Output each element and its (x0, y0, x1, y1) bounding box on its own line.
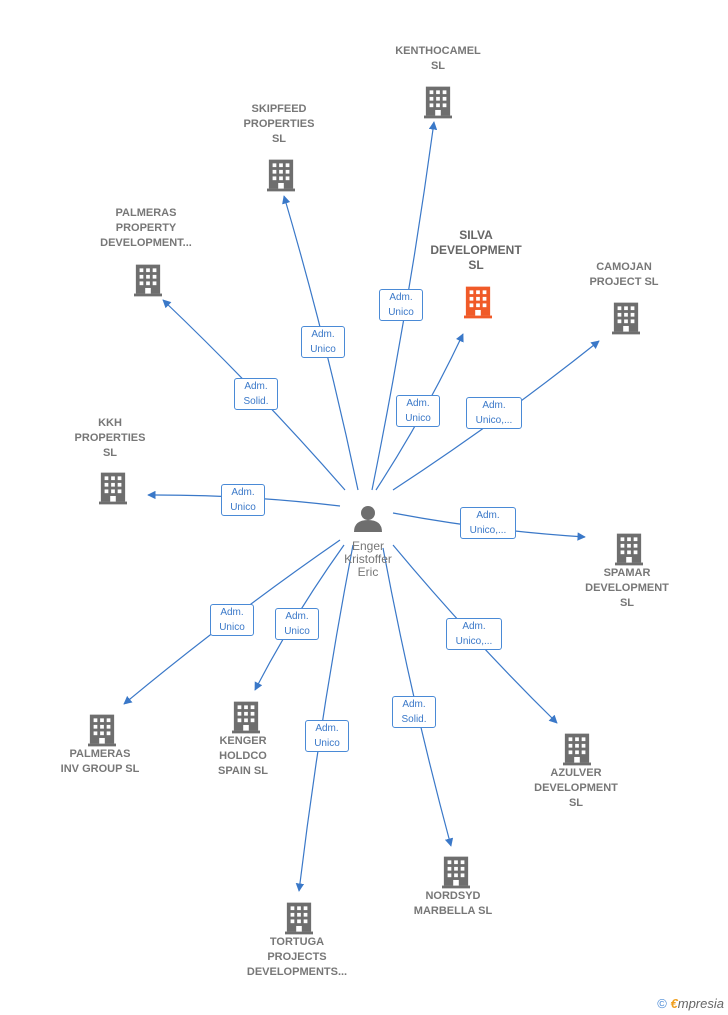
role-label-tortuga[interactable]: Adm. Unico (305, 720, 349, 752)
role-label-nordsyd[interactable]: Adm. Solid. (392, 696, 436, 728)
copyright-icon: © (657, 996, 667, 1011)
company-label-palmeras-inv[interactable]: PALMERAS INV GROUP SL (60, 748, 140, 775)
footer-brand: © €mpresia (657, 996, 724, 1011)
company-label-nordsyd[interactable]: NORDSYD MARBELLA SL (413, 890, 493, 917)
building-icon-palmeras-inv[interactable] (88, 714, 116, 747)
role-label-azulver[interactable]: Adm. Unico,... (446, 618, 502, 650)
building-icon-kenger[interactable] (232, 701, 260, 734)
role-label-camojan[interactable]: Adm. Unico,... (466, 397, 522, 429)
building-icon-palmeras-property[interactable] (134, 264, 162, 297)
company-label-tortuga[interactable]: TORTUGA PROJECTS DEVELOPMENTS... (246, 936, 348, 978)
role-label-palmeras-property[interactable]: Adm. Solid. (234, 378, 278, 410)
company-label-skipfeed[interactable]: SKIPFEED PROPERTIES SL (243, 103, 315, 145)
company-label-palmeras-property[interactable]: PALMERAS PROPERTY DEVELOPMENT... (100, 207, 192, 249)
company-label-azulver[interactable]: AZULVER DEVELOPMENT SL (534, 767, 618, 809)
building-icon-spamar[interactable] (615, 533, 643, 566)
center-person-label[interactable]: Enger Kristoffer Eric (344, 539, 392, 579)
company-label-camojan[interactable]: CAMOJAN PROJECT SL (589, 261, 659, 288)
role-label-kenger[interactable]: Adm. Unico (275, 608, 319, 640)
role-label-skipfeed[interactable]: Adm. Unico (301, 326, 345, 358)
role-label-palmeras-inv[interactable]: Adm. Unico (210, 604, 254, 636)
building-icon-skipfeed[interactable] (267, 159, 295, 192)
building-icon-silva[interactable] (464, 286, 492, 319)
building-icon-kkh[interactable] (99, 472, 127, 505)
brand-logo-letter: € (670, 996, 678, 1011)
building-icon-azulver[interactable] (563, 733, 591, 766)
person-icon (354, 506, 382, 532)
company-label-silva[interactable]: SILVA DEVELOPMENT SL (430, 228, 522, 272)
company-label-kenthocamel[interactable]: KENTHOCAMEL SL (395, 45, 481, 72)
company-label-spamar[interactable]: SPAMAR DEVELOPMENT SL (585, 567, 669, 609)
building-icon-nordsyd[interactable] (442, 856, 470, 889)
role-label-spamar[interactable]: Adm. Unico,... (460, 507, 516, 539)
building-icon-tortuga[interactable] (285, 902, 313, 935)
role-label-kenthocamel[interactable]: Adm. Unico (379, 289, 423, 321)
building-icon-camojan[interactable] (612, 302, 640, 335)
company-label-kenger[interactable]: KENGER HOLDCO SPAIN SL (218, 735, 268, 777)
brand-name: mpresia (677, 996, 724, 1011)
role-label-silva[interactable]: Adm. Unico (396, 395, 440, 427)
role-label-kkh[interactable]: Adm. Unico (221, 484, 265, 516)
edge-tortuga (295, 544, 354, 892)
building-icon-kenthocamel[interactable] (424, 86, 452, 119)
company-label-kkh[interactable]: KKH PROPERTIES SL (74, 417, 146, 459)
